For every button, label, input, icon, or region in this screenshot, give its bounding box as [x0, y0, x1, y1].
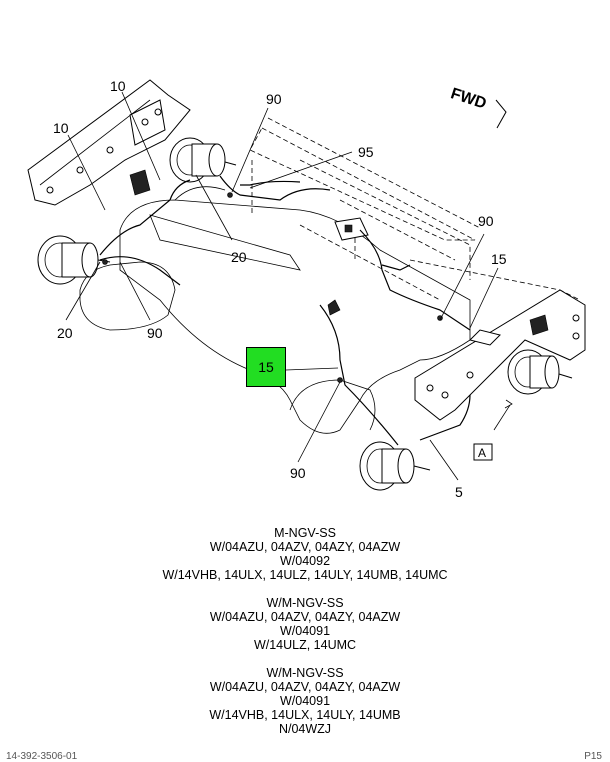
callout-10-left: 10	[53, 120, 69, 136]
frame-outline	[249, 117, 581, 301]
parts-diagram: FWD	[27, 78, 586, 500]
callout-15-highlight-label: 15	[258, 359, 274, 375]
note-line: W/M-NGV-SS	[266, 666, 344, 680]
fwd-indicator: FWD	[449, 85, 507, 129]
callout-20-left: 20	[57, 325, 73, 341]
note-line: W/04AZU, 04AZV, 04AZY, 04AZW	[209, 540, 401, 554]
leader-lines	[65, 91, 513, 481]
note-line: W/14VHB, 14ULX, 14ULZ, 14ULY, 14UMB, 14U…	[162, 568, 448, 582]
callout-15-highlight[interactable]: 15	[246, 347, 286, 387]
callout-15-right: 15	[491, 251, 507, 267]
footer-doc-number: 14-392-3506-01	[6, 751, 78, 762]
callout-90-bottom: 90	[290, 465, 306, 481]
note-line: W/04092	[279, 554, 331, 568]
air-hoses	[99, 175, 471, 446]
note-group-1: M-NGV-SS W/04AZU, 04AZV, 04AZY, 04AZW W/…	[0, 526, 610, 582]
brake-chamber-lower	[359, 441, 431, 491]
note-group-3: W/M-NGV-SS W/04AZU, 04AZV, 04AZY, 04AZW …	[0, 666, 610, 736]
view-a-label: A	[478, 446, 486, 460]
callout-labels: 10 10 90 95 20 20 90 90 15 90 5	[53, 78, 507, 500]
callout-90-top: 90	[266, 91, 282, 107]
view-a-marker: A	[473, 443, 493, 461]
note-line: M-NGV-SS	[274, 526, 336, 540]
axle-housing	[79, 186, 471, 434]
brake-chamber-right	[507, 349, 573, 395]
callout-20-mid: 20	[231, 249, 247, 265]
callout-10-top: 10	[110, 78, 126, 94]
valve-block	[334, 217, 369, 241]
note-line: N/04WZJ	[278, 722, 332, 736]
note-line: W/14ULZ, 14UMC	[253, 638, 357, 652]
application-notes: M-NGV-SS W/04AZU, 04AZV, 04AZY, 04AZW W/…	[0, 526, 610, 750]
note-line: W/M-NGV-SS	[266, 596, 344, 610]
note-line: W/04AZU, 04AZV, 04AZY, 04AZW	[209, 610, 401, 624]
callout-90-left: 90	[147, 325, 163, 341]
callout-95: 95	[358, 144, 374, 160]
right-frame-bracket	[414, 289, 586, 421]
callout-5: 5	[455, 484, 463, 500]
fwd-label: FWD	[449, 85, 489, 112]
brake-chamber-left	[37, 235, 111, 285]
note-line: W/04091	[279, 694, 331, 708]
note-line: W/04AZU, 04AZV, 04AZY, 04AZW	[209, 680, 401, 694]
footer-page: P15	[584, 751, 602, 762]
callout-90-right: 90	[478, 213, 494, 229]
note-group-2: W/M-NGV-SS W/04AZU, 04AZV, 04AZY, 04AZW …	[0, 596, 610, 652]
note-line: W/04091	[279, 624, 331, 638]
upper-left-bracket	[27, 79, 191, 206]
brake-chamber-upper	[169, 137, 237, 183]
note-line: W/14VHB, 14ULX, 14ULY, 14UMB	[209, 708, 401, 722]
